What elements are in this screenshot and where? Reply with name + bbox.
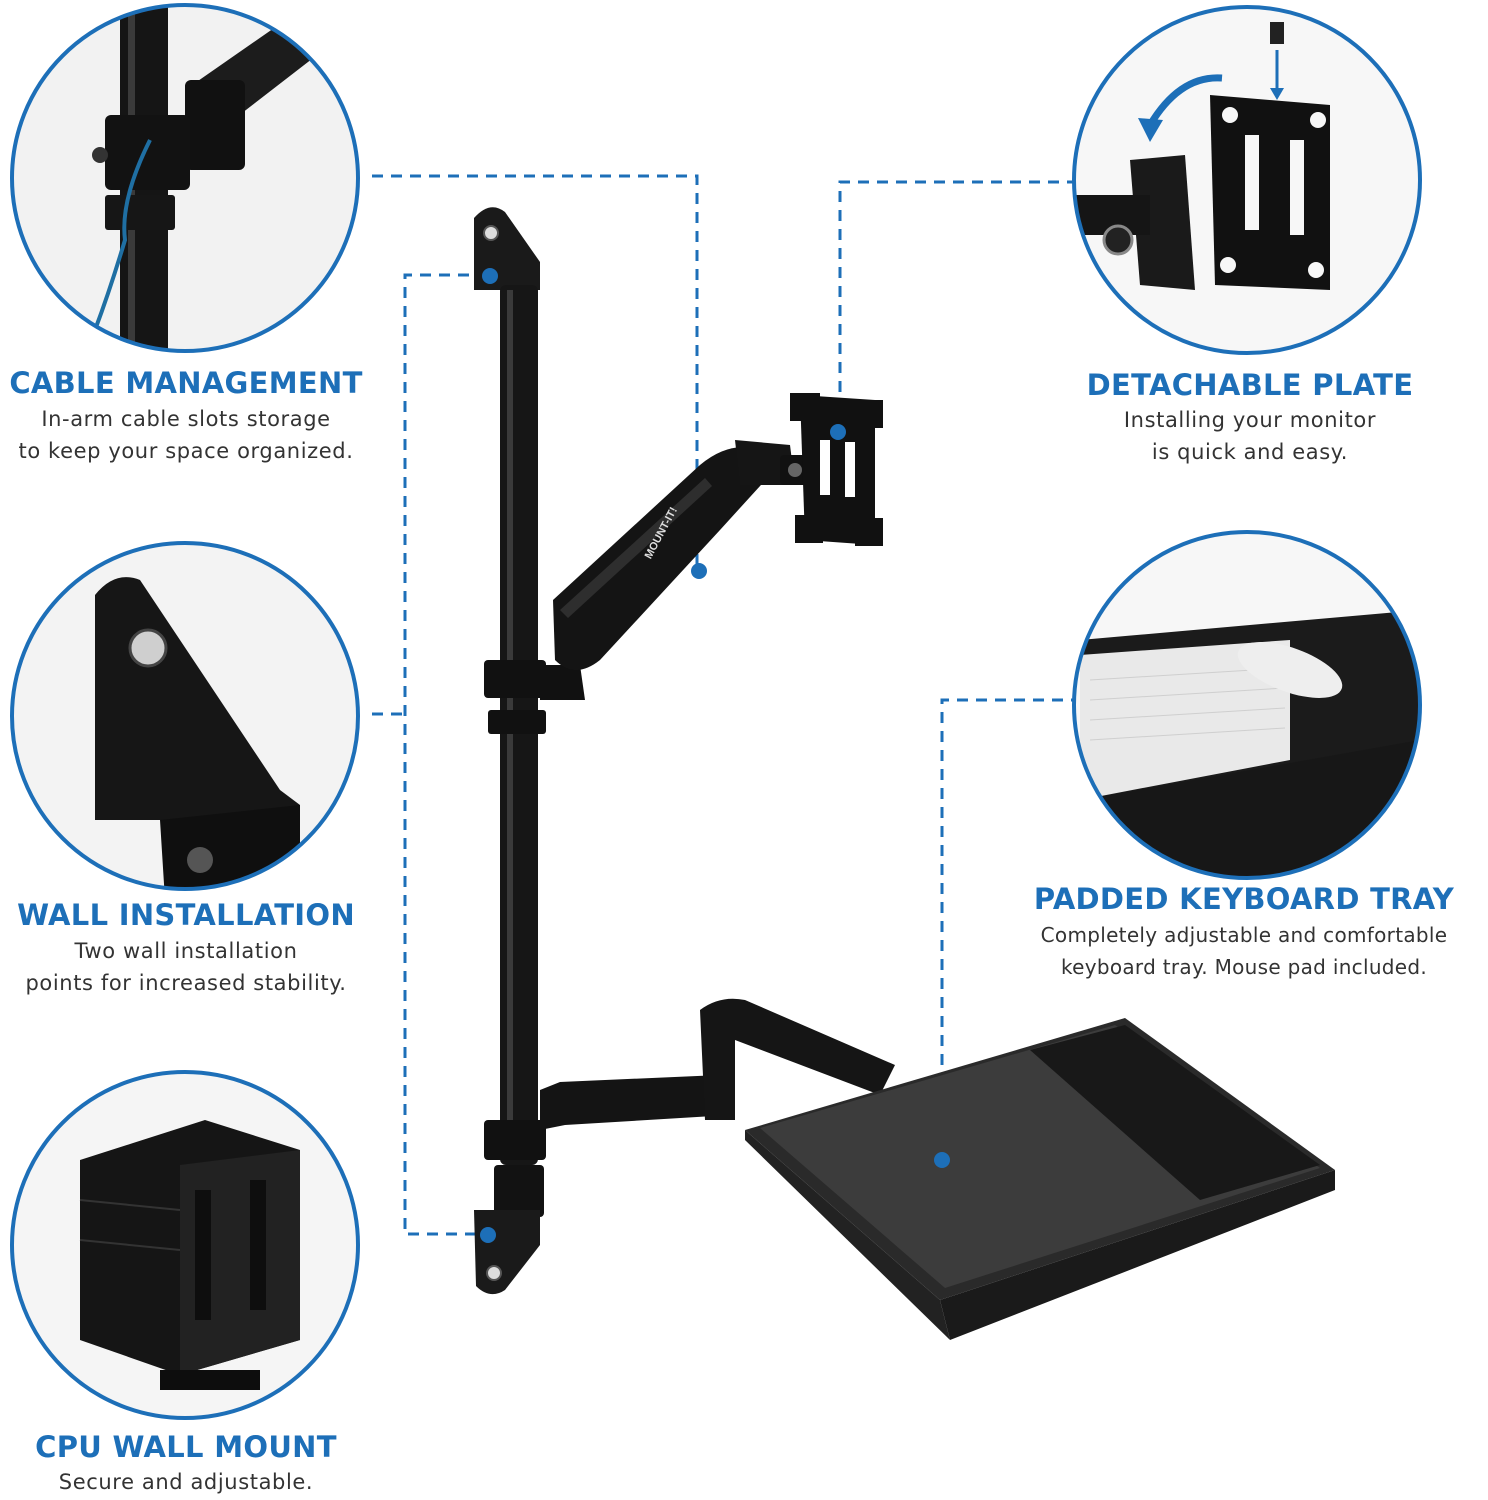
callout-dots	[480, 268, 950, 1243]
feature-desc-wall-installation-line1: Two wall installation	[74, 939, 298, 963]
callout-lines	[372, 174, 1075, 1236]
wall-pole	[474, 207, 546, 1295]
keyboard-arm	[540, 998, 895, 1130]
feature-desc-padded-keyboard-tray-line1: Completely adjustable and comfortable	[1040, 923, 1448, 947]
feature-title-detachable-plate: DETACHABLE PLATE	[1086, 368, 1414, 402]
vesa-plate	[790, 393, 883, 546]
feature-desc-cable-management-line1: In-arm cable slots storage	[41, 407, 331, 431]
feature-desc-wall-installation-line2: points for increased stability.	[25, 971, 347, 995]
cpu-mount-photo	[10, 1070, 360, 1420]
feature-desc-padded-keyboard-tray-line2: keyboard tray. Mouse pad included.	[1060, 955, 1428, 979]
keyboard-tray	[745, 1018, 1335, 1340]
cable-management-photo	[10, 3, 360, 353]
feature-title-wall-installation: WALL INSTALLATION	[17, 898, 355, 932]
feature-desc-cpu-wall-mount-line1: Secure and adjustable.	[58, 1470, 314, 1494]
feature-title-padded-keyboard-tray: PADDED KEYBOARD TRAY	[1033, 882, 1455, 916]
keyboard-tray-photo	[1072, 530, 1422, 880]
monitor-arm: MOUNT-IT!	[540, 440, 810, 700]
feature-desc-detachable-plate-line2: is quick and easy.	[1151, 440, 1349, 464]
feature-title-cable-management: CABLE MANAGEMENT	[9, 366, 363, 400]
detachable-plate-photo	[1072, 5, 1422, 355]
wall-installation-photo	[10, 541, 360, 891]
feature-desc-detachable-plate-line1: Installing your monitor	[1123, 408, 1377, 432]
feature-desc-cable-management-line2: to keep your space organized.	[18, 439, 354, 463]
feature-title-cpu-wall-mount: CPU WALL MOUNT	[35, 1430, 337, 1464]
